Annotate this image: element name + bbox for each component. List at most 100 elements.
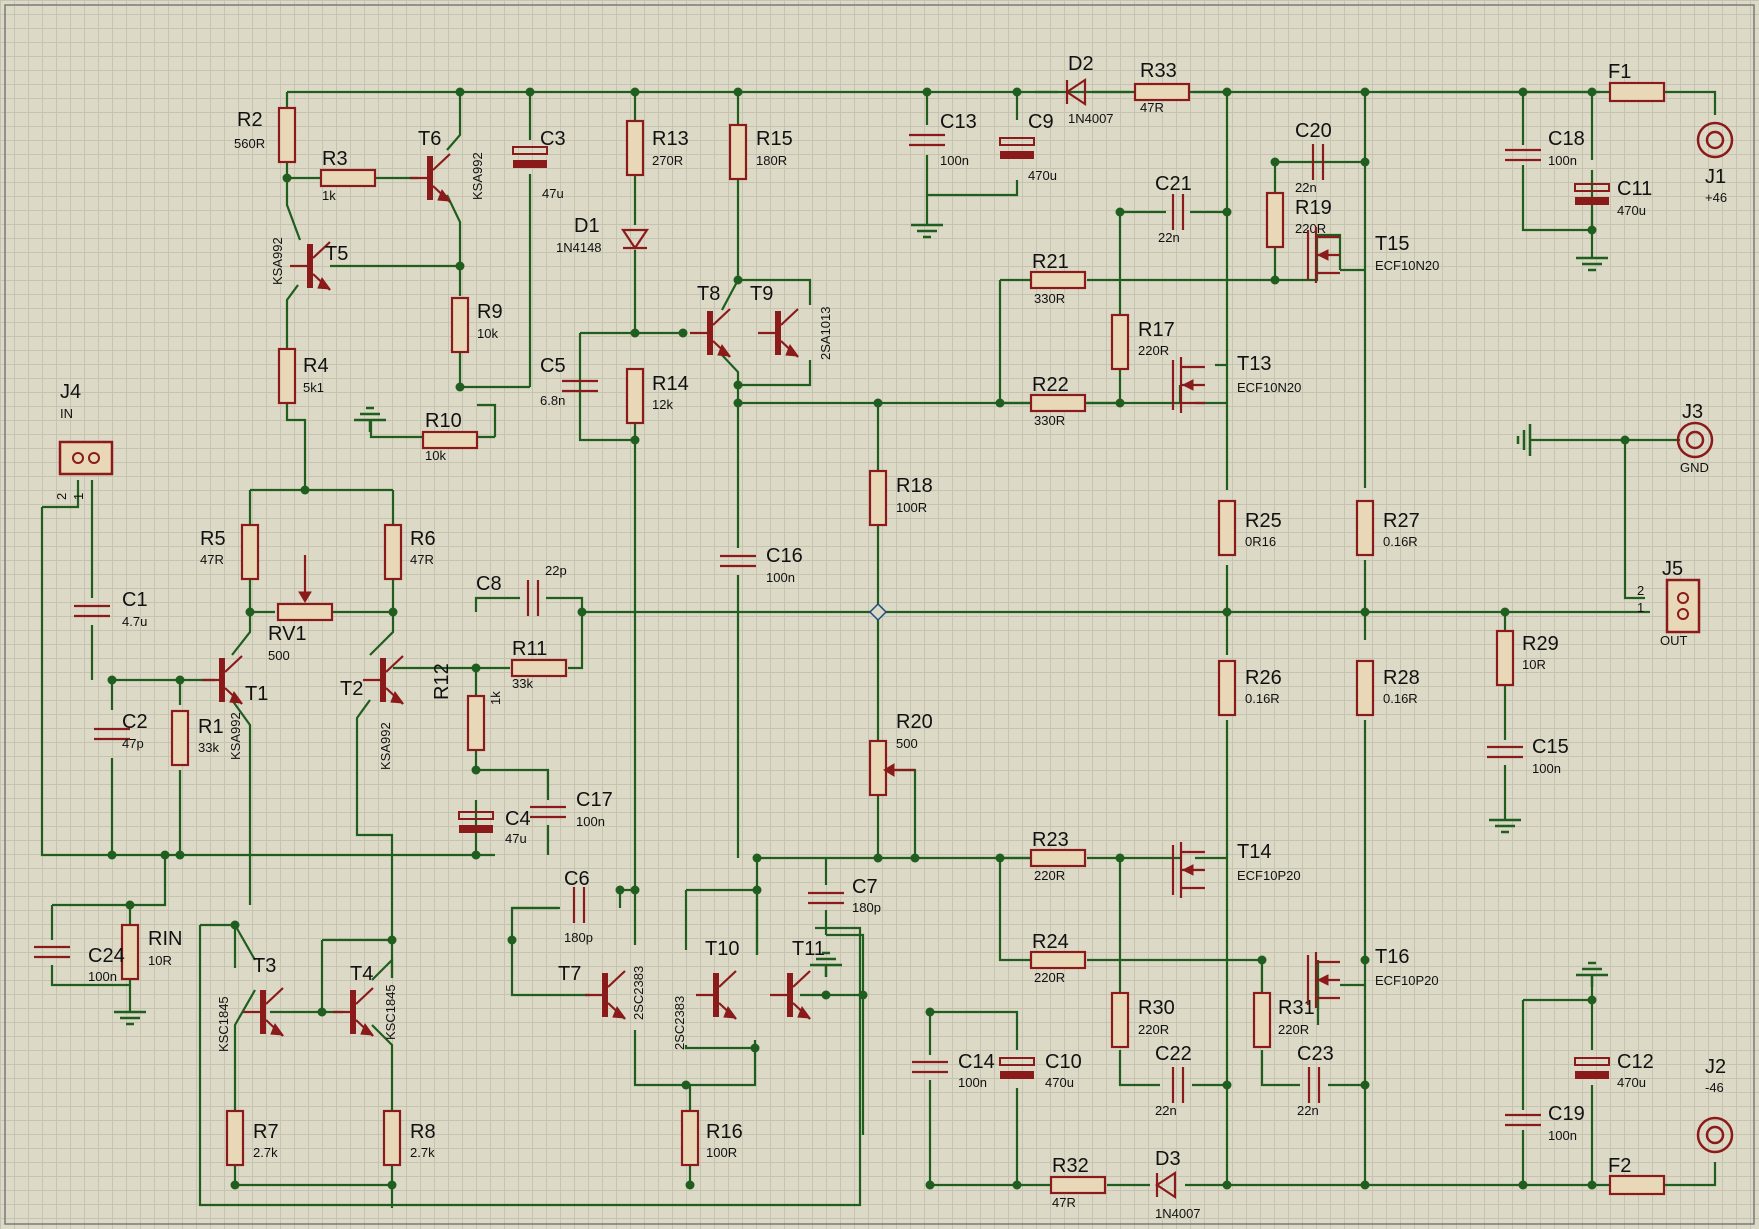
diode-ref: D3: [1155, 1148, 1181, 1170]
capacitor-ref: C4: [505, 808, 531, 830]
fuse-f1: F1: [1608, 61, 1666, 103]
ground-icon: [1576, 961, 1608, 987]
resistor-r22: R22 330R: [1029, 374, 1087, 428]
resistor-value: 47R: [200, 552, 224, 567]
transistor-part: KSA992: [270, 237, 285, 285]
resistor-value: 0R16: [1245, 534, 1276, 549]
capacitors: C14.7uC247pC347uC447uC56.8nC6180pC7180pC…: [34, 111, 1654, 1143]
transistors: T1KSA992T2KSA992T3KSC1845T4KSC1845T5KSA9…: [202, 128, 1439, 1052]
net-marker: [868, 602, 888, 622]
connector-ref: J2: [1705, 1056, 1726, 1078]
resistor-ref: R11: [512, 638, 547, 660]
diode-part: 1N4007: [1068, 111, 1114, 126]
resistor-value: 330R: [1034, 291, 1065, 306]
resistor-ref: R6: [410, 528, 436, 550]
resistor-value: 220R: [1138, 343, 1169, 358]
capacitor-ref: C2: [122, 711, 148, 733]
capacitor-value: 47u: [505, 831, 527, 846]
resistor-ref: R22: [1032, 374, 1069, 396]
connector-label: GND: [1680, 460, 1709, 475]
resistor-value: 2.7k: [410, 1145, 435, 1160]
resistor-value: 330R: [1034, 413, 1065, 428]
resistor-value: 2.7k: [253, 1145, 278, 1160]
resistor-value: 47R: [1052, 1195, 1076, 1210]
capacitor-ref: C20: [1295, 120, 1332, 142]
capacitor-value: 22p: [545, 563, 567, 578]
transistor-ref: T11: [792, 938, 825, 960]
transistor-part: KSA992: [470, 152, 485, 200]
transistor-ref: T13: [1237, 353, 1271, 375]
ground-icon: [1489, 818, 1521, 834]
resistor-ref: R32: [1052, 1155, 1089, 1177]
resistor-ref: R25: [1245, 510, 1282, 532]
resistor-ref: R4: [303, 355, 329, 377]
connector-ref: J5: [1662, 558, 1683, 580]
resistor-value: 10k: [425, 448, 446, 463]
resistor-ref: R17: [1138, 319, 1175, 341]
connector-label: +46: [1705, 190, 1727, 205]
resistor-ref: R30: [1138, 997, 1175, 1019]
pot-value: 500: [896, 736, 918, 751]
capacitor-ref: C17: [576, 789, 613, 811]
resistor-value: 47R: [1140, 100, 1164, 115]
transistor-part: ECF10N20: [1375, 258, 1439, 273]
ground-icon: [1516, 424, 1532, 456]
capacitor-c20: C20 22n: [1295, 120, 1332, 195]
diode-part: 1N4148: [556, 240, 602, 255]
diode-part: 1N4007: [1155, 1206, 1201, 1221]
connector-j1: J1+46: [1696, 121, 1734, 205]
connector-pin: 2: [54, 493, 69, 500]
resistor-value: 220R: [1138, 1022, 1169, 1037]
resistor-value: 10k: [477, 326, 498, 341]
resistor-value: 47R: [410, 552, 434, 567]
capacitor-value: 47u: [542, 186, 564, 201]
connector-label: -46: [1705, 1080, 1724, 1095]
capacitor-ref: C1: [122, 589, 148, 611]
resistor-ref: R29: [1522, 633, 1559, 655]
transistor-ref: T1: [245, 683, 268, 705]
transistor-ref: T9: [750, 283, 773, 305]
resistor-ref: R28: [1383, 667, 1420, 689]
resistor-value: 220R: [1278, 1022, 1309, 1037]
resistor-value: 100R: [706, 1145, 737, 1160]
resistor-value: 5k1: [303, 380, 324, 395]
resistor-r28: R28 0.16R: [1355, 659, 1420, 717]
capacitor-value: 470u: [1028, 168, 1057, 183]
capacitor-ref: C14: [958, 1051, 995, 1073]
resistor-value: 0.16R: [1245, 691, 1280, 706]
resistor-value: 10R: [1522, 657, 1546, 672]
capacitor-c1: C14.7u: [74, 589, 148, 629]
capacitor-value: 100n: [940, 153, 969, 168]
transistor-ref: T15: [1375, 233, 1409, 255]
resistor-ref: R13: [652, 128, 689, 150]
capacitor-ref: C8: [476, 573, 502, 595]
transistor-t8: T8: [690, 283, 732, 358]
connector-pin: 1: [1637, 600, 1644, 615]
diode-d3: D3 1N4007: [1155, 1148, 1201, 1221]
capacitor-c13: C13 100n: [909, 111, 977, 168]
transistor-ref: T8: [697, 283, 720, 305]
capacitor-ref: C13: [940, 111, 977, 133]
transistor-t11: T11: [770, 938, 825, 1020]
capacitor-value: 100n: [1548, 153, 1577, 168]
capacitor-value: 22n: [1295, 180, 1317, 195]
connector-ref: J4: [60, 381, 81, 403]
resistor-value: 0.16R: [1383, 691, 1418, 706]
transistor-ref: T6: [418, 128, 441, 150]
ground-icon: [114, 1010, 146, 1026]
